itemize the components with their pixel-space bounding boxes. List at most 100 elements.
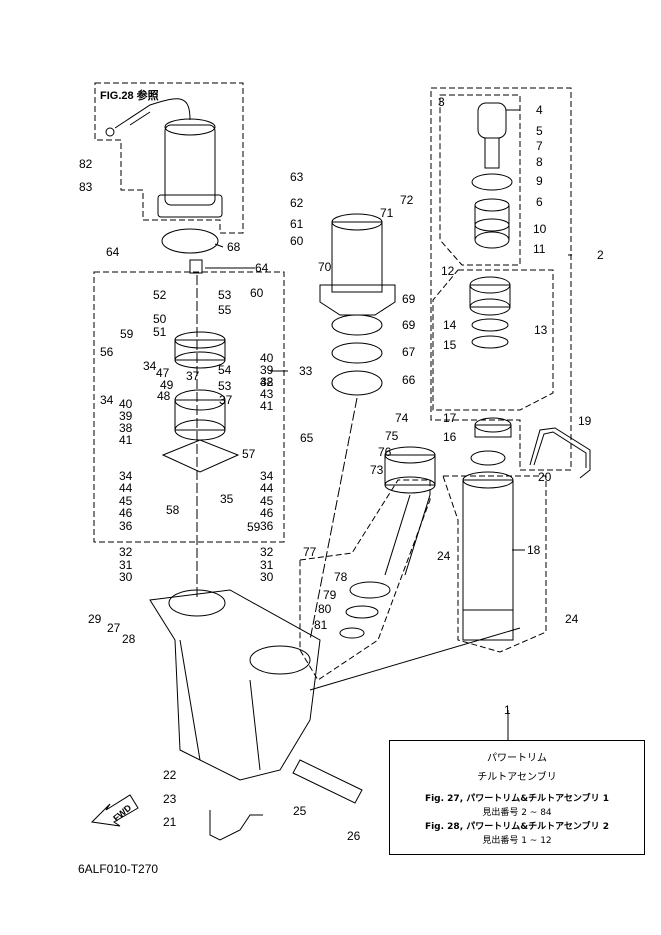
fig-reference-label: FIG.28 参照 [100, 90, 159, 102]
legend-box: パワートリム チルトアセンブリ Fig. 27, パワートリム&チルトアセンブリ… [389, 740, 645, 855]
callout: 50 [153, 312, 167, 326]
callout: 8 [536, 155, 543, 169]
callout: 24 [565, 612, 579, 626]
assembly-78-box [299, 479, 431, 681]
callout: 48 [157, 389, 171, 403]
callout: 29 [88, 612, 102, 626]
manifold-body [149, 589, 321, 781]
callout: 25 [293, 804, 307, 818]
callout: 37 [219, 393, 233, 407]
callout: 34 [100, 393, 114, 407]
callout: 10 [533, 222, 547, 236]
callout: 13 [534, 323, 548, 337]
callout: 64 [255, 261, 269, 275]
callout: 28 [122, 632, 136, 646]
callout: 64 [106, 245, 120, 259]
callout: 36 [260, 519, 274, 533]
callout: 26 [347, 829, 361, 843]
callout: 81 [314, 618, 328, 632]
callout: 40 [260, 351, 274, 365]
callout: 69 [402, 318, 416, 332]
callout: 52 [153, 288, 167, 302]
legend-ref-1-index: 見出番号 2 ~ 84 [482, 808, 552, 818]
callout: 24 [437, 549, 451, 563]
reservoir [331, 221, 383, 293]
callout: 35 [220, 492, 234, 506]
plate-58 [161, 439, 240, 473]
callout: 21 [163, 815, 177, 829]
callout: 31 [260, 558, 274, 572]
legend-ref-2: Fig. 28, パワートリム&チルトアセンブリ 2 [424, 822, 610, 832]
callout: 65 [300, 431, 314, 445]
callout: 5 [536, 124, 543, 138]
legend-title-1: パワートリム [487, 753, 547, 764]
callout: 78 [334, 570, 348, 584]
assembly-33-box [93, 271, 285, 543]
callout: 44 [119, 481, 133, 495]
callout: 18 [527, 543, 541, 557]
callout: 22 [163, 768, 177, 782]
o-ring-69 [161, 228, 219, 254]
callout: 9 [536, 174, 543, 188]
fwd-arrow [90, 794, 139, 827]
callout: 19 [578, 414, 592, 428]
callout: 23 [163, 792, 177, 806]
fig28-reference-box [94, 82, 244, 234]
callout: 34 [260, 469, 274, 483]
callout: 56 [100, 345, 114, 359]
assembly-18-box [442, 475, 547, 653]
callout: 51 [153, 325, 167, 339]
callout: 76 [378, 445, 392, 459]
callout: 60 [250, 286, 264, 300]
callout: 45 [260, 494, 274, 508]
callout: 63 [290, 170, 304, 184]
callout: 11 [533, 242, 546, 256]
callout: 15 [443, 338, 457, 352]
callout: 70 [318, 260, 332, 274]
callout: 67 [402, 345, 416, 359]
filter-68 [331, 342, 383, 364]
callout: 20 [538, 470, 552, 484]
diagram-code: 6ALF010-T270 [78, 862, 159, 876]
assembly-3-box [439, 94, 521, 266]
callout: 2 [597, 248, 604, 262]
callout: 80 [318, 602, 332, 616]
callout: 57 [242, 447, 256, 461]
callout: 14 [443, 318, 457, 332]
callout: 45 [119, 494, 133, 508]
shaft-25 [292, 759, 363, 804]
callout: 30 [260, 570, 274, 584]
callout: 30 [119, 570, 133, 584]
callout: 1 [504, 703, 511, 717]
callout: 12 [441, 264, 455, 278]
assembly-2-box [430, 87, 572, 471]
motor-housing [164, 124, 216, 206]
assembly-12-box [432, 269, 554, 411]
callout: 46 [119, 506, 133, 520]
callout: 49 [160, 378, 174, 392]
callout: 17 [443, 411, 457, 425]
callout: 41 [260, 399, 274, 413]
o-ring-69b [331, 314, 383, 336]
callout: 59 [120, 327, 134, 341]
callout: 82 [79, 157, 93, 171]
callout: 4 [536, 103, 543, 117]
legend-ref-2-index: 見出番号 1 ~ 12 [482, 836, 552, 846]
callout: 6 [536, 195, 543, 209]
callout: 7 [536, 139, 543, 153]
callout: 47 [156, 366, 170, 380]
legend-ref-1: Fig. 27, パワートリム&チルトアセンブリ 1 [424, 794, 610, 804]
callout: 33 [299, 364, 313, 378]
callout: 77 [303, 545, 317, 559]
callout: 31 [119, 558, 133, 572]
pipe-19 [529, 427, 591, 479]
callout: 41 [119, 433, 133, 447]
callout: 61 [290, 217, 304, 231]
filter-67 [331, 370, 383, 396]
callout: 38 [260, 375, 274, 389]
callout: 53 [218, 379, 232, 393]
callout: 53 [218, 288, 232, 302]
callout: 43 [260, 387, 274, 401]
callout: 60 [290, 234, 304, 248]
